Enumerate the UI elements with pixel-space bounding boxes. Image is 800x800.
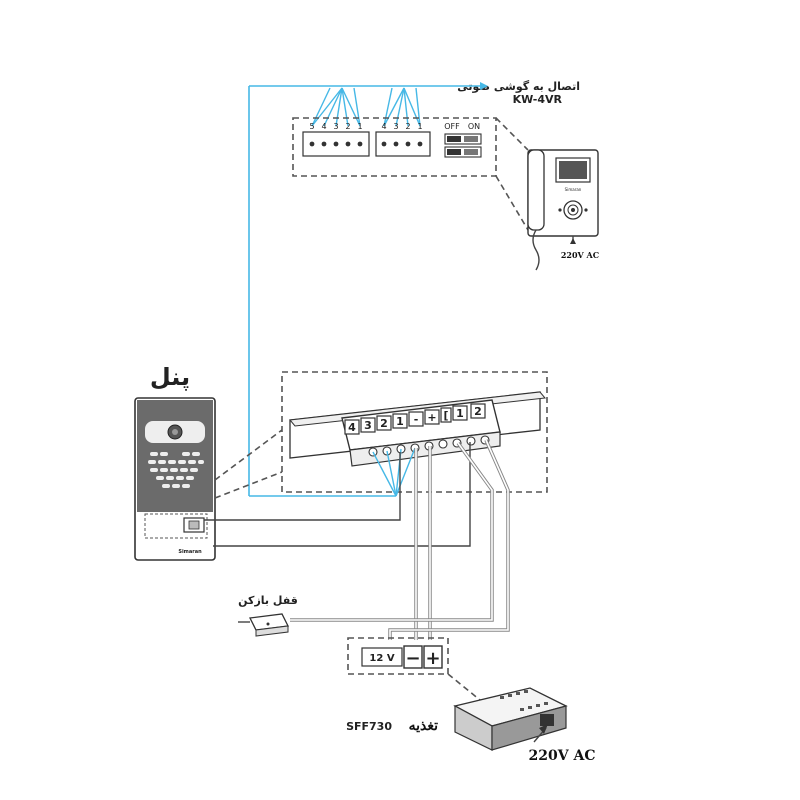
panel-terminal-group: 4 3 2 1 - + [ 1 2 xyxy=(281,371,548,493)
term-b-4: 4 xyxy=(381,122,386,131)
pt-label-3: 3 xyxy=(364,419,372,432)
speaker-grille-icon xyxy=(148,452,204,488)
handset xyxy=(527,149,545,231)
connect-handset-label: اتصال به گوشی صوتی xyxy=(457,80,580,93)
fan-lines-a xyxy=(311,87,361,127)
term-a-2: 2 xyxy=(345,122,350,131)
switch-off-label: OFF xyxy=(444,122,460,131)
supply-power-label: 220V AC xyxy=(529,748,596,764)
arrow-up-icon xyxy=(539,724,548,734)
voltage-label: 12 V xyxy=(369,653,394,664)
monitor-brand: Simaran xyxy=(565,187,582,192)
term-b-2: 2 xyxy=(405,122,410,131)
pt-label-l1: 1 xyxy=(456,407,464,420)
power-supply: تغذیه SFF730 220V AC xyxy=(346,687,596,764)
terminal-block-b: 4 3 2 1 xyxy=(375,122,431,157)
pt-label-1: 1 xyxy=(396,415,404,428)
fan-lines-b xyxy=(383,87,421,127)
door-panel: Simaran xyxy=(134,397,216,561)
terminal-block-a: 5 4 3 2 1 xyxy=(302,122,370,157)
monitor-connector-frame xyxy=(292,117,497,177)
wires xyxy=(204,439,510,640)
dip-switch[interactable]: OFF ON xyxy=(444,122,482,158)
supply-model: SFF730 xyxy=(346,720,392,733)
power-terminal-frame xyxy=(347,637,449,675)
term-b-1: 1 xyxy=(417,122,422,131)
power-terminal: 12 V − + xyxy=(347,637,481,701)
monitor-unit: Simaran 220V AC xyxy=(527,149,599,271)
term-a-1: 1 xyxy=(357,122,362,131)
monitor-connector-group: اتصال به گوشی صوتی KW-4VR xyxy=(249,80,580,231)
minus-label: − xyxy=(405,648,420,669)
panel-label: پنل xyxy=(150,363,190,391)
handset-model-label: KW-4VR xyxy=(513,93,563,106)
power-plug-icon xyxy=(570,238,576,244)
switch-on-label: ON xyxy=(468,122,480,131)
pt-label-bracket: [ xyxy=(443,409,448,422)
panel-terminal-frame xyxy=(281,371,548,493)
monitor-power-label: 220V AC xyxy=(561,250,599,260)
panel-terminal-labels: 4 3 2 1 - + [ 1 2 xyxy=(344,403,486,435)
arrow-right-icon xyxy=(480,82,488,90)
door-lock: قفل بازکن xyxy=(238,594,298,637)
pt-label-plus: + xyxy=(427,411,436,424)
lock-label: قفل بازکن xyxy=(238,594,298,607)
panel-brand: Simaran xyxy=(178,549,202,555)
pt-label-minus: - xyxy=(414,413,419,426)
supply-label: تغذیه xyxy=(409,718,439,734)
term-a-5: 5 xyxy=(309,122,314,131)
pt-label-2: 2 xyxy=(380,417,388,430)
term-a-3: 3 xyxy=(333,122,338,131)
pt-label-4: 4 xyxy=(348,421,356,434)
term-b-3: 3 xyxy=(393,122,398,131)
plus-label: + xyxy=(425,648,440,669)
term-a-4: 4 xyxy=(321,122,326,131)
pt-label-l2: 2 xyxy=(474,405,482,418)
